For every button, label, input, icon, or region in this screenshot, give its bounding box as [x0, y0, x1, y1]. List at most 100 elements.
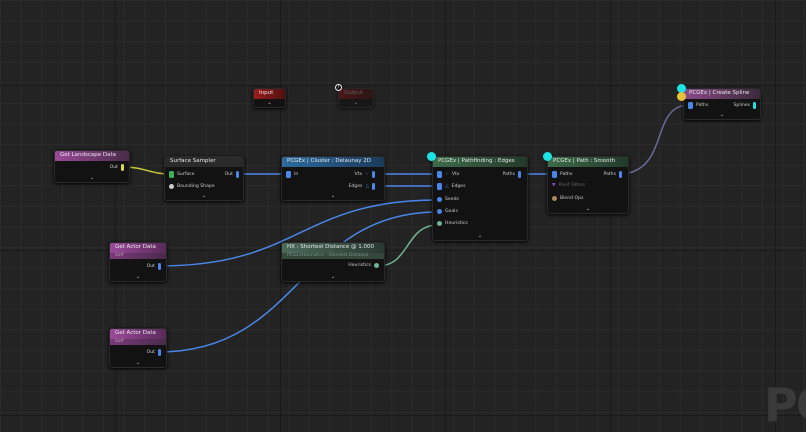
- node-title: PCGEx | Cluster : Delaunay 2D: [282, 157, 384, 167]
- chevron-down-icon[interactable]: ⌄: [353, 100, 359, 106]
- pin-label: Out: [224, 172, 233, 177]
- node-title: HX : Shortest Distance @ 1.000: [282, 243, 384, 253]
- pin-label: Edges: [348, 184, 363, 189]
- debug-marker-icon: [543, 152, 552, 161]
- point-data-icon: [518, 171, 521, 178]
- heuristics-icon: [374, 263, 379, 268]
- pin-surface[interactable]: Surface: [169, 171, 195, 178]
- node-subtitle: PCGExHeuristics : Shortest Distance: [282, 253, 384, 259]
- node-title: Surface Sampler: [165, 157, 243, 167]
- pin-paths[interactable]: Paths: [688, 102, 709, 109]
- pin-paths-out[interactable]: Paths: [603, 171, 622, 178]
- pin-label: Surface: [177, 172, 195, 177]
- pin-paths[interactable]: Paths: [503, 171, 521, 178]
- pin-out[interactable]: Out: [225, 171, 239, 178]
- points-icon: [688, 102, 693, 109]
- wire-heuristics: [377, 224, 439, 267]
- pin-bounding-shape[interactable]: Bounding Shape: [169, 184, 215, 189]
- node-subtitle: Self: [110, 253, 166, 259]
- pin-label: Paths: [560, 172, 573, 177]
- pin-out[interactable]: Out: [147, 263, 161, 270]
- node-title: Get Landscape Data: [55, 151, 129, 161]
- pin-edges[interactable]: Edges△: [348, 183, 375, 190]
- points-icon: [552, 171, 557, 178]
- pin-label: Vtx: [354, 172, 363, 177]
- pin-splines[interactable]: Splines: [733, 102, 756, 109]
- pin-label: In: [294, 172, 299, 177]
- node-title: Get Actor Data: [110, 329, 166, 339]
- surface-sampler-node[interactable]: Surface Sampler Surface Bounding Shape O…: [164, 156, 244, 201]
- points-icon: [437, 171, 442, 178]
- chevron-down-icon[interactable]: ⌄: [135, 274, 141, 280]
- point-data-icon: [619, 171, 622, 178]
- chevron-down-icon[interactable]: ⌄: [89, 175, 95, 181]
- delaunay-node[interactable]: PCGEx | Cluster : Delaunay 2D In Vtx⁘ Ed…: [281, 156, 385, 201]
- pin-vtx[interactable]: Vtx⁘: [354, 171, 375, 178]
- create-spline-node[interactable]: PCGEx | Create Spline Paths Splines ⌄: [683, 88, 761, 120]
- pin-seeds[interactable]: Seeds: [437, 197, 459, 202]
- disabled-icon: /: [335, 84, 342, 91]
- pin-blend-ops[interactable]: Blend Ops: [552, 196, 583, 201]
- point-icon: [437, 209, 442, 214]
- chevron-down-icon[interactable]: ⌄: [477, 233, 483, 239]
- pin-in[interactable]: In: [286, 171, 298, 178]
- point-data-icon: [236, 171, 239, 178]
- wire-paths-spline: [621, 104, 690, 175]
- blend-ops-icon: [552, 196, 557, 201]
- pin-out[interactable]: Out: [147, 349, 161, 356]
- chevron-down-icon[interactable]: ⌄: [719, 112, 725, 118]
- chevron-down-icon[interactable]: ⌄: [330, 274, 336, 280]
- get-landscape-data-node[interactable]: Get Landscape Data Out ⌄: [54, 150, 130, 183]
- input-node[interactable]: Input ⌄: [253, 88, 286, 108]
- pin-heuristics[interactable]: Heuristics: [348, 263, 379, 268]
- pin-label: Vtx: [451, 172, 460, 177]
- smooth-node[interactable]: PCGEx | Path : Smooth Paths ▼Point Filte…: [547, 156, 629, 214]
- pin-goals[interactable]: Goals: [437, 209, 458, 214]
- chevron-down-icon[interactable]: ⌄: [201, 193, 207, 199]
- pin-heuristics[interactable]: Heuristics: [437, 221, 468, 226]
- pin-point-filters[interactable]: ▼Point Filters: [552, 183, 585, 188]
- node-title: PCGEx | Create Spline: [684, 89, 760, 99]
- chevron-down-icon[interactable]: ⌄: [585, 206, 591, 212]
- pin-label: Seeds: [445, 197, 459, 202]
- point-data-icon: [372, 171, 375, 178]
- output-node[interactable]: Output ⌄: [338, 88, 374, 108]
- surface-icon: [169, 171, 174, 178]
- node-title: PCGEx | Path : Smooth: [548, 157, 628, 167]
- pin-label: Point Filters: [558, 183, 586, 188]
- node-title: Get Actor Data: [110, 243, 166, 253]
- pin-label: Edges: [451, 184, 466, 189]
- pin-label: Paths: [696, 103, 709, 108]
- chevron-down-icon[interactable]: ⌄: [267, 100, 272, 106]
- pathfinding-node[interactable]: PCGEx | Pathfinding : Edges ⁘Vtx △Edges …: [432, 156, 528, 241]
- pin-label: Out: [109, 165, 118, 170]
- get-actor-data-node-2[interactable]: Get Actor Data Self Out ⌄: [109, 328, 167, 368]
- chevron-down-icon[interactable]: ⌄: [135, 360, 141, 366]
- pin-vtx[interactable]: ⁘Vtx: [437, 171, 460, 178]
- watermark: PC: [764, 378, 806, 432]
- vertices-icon: ⁘: [365, 172, 369, 177]
- pin-paths-in[interactable]: Paths: [552, 171, 573, 178]
- hx-shortest-distance-node[interactable]: HX : Shortest Distance @ 1.000 PCGExHeur…: [281, 242, 385, 282]
- get-actor-data-node-1[interactable]: Get Actor Data Self Out ⌄: [109, 242, 167, 282]
- pin-label: Blend Ops: [560, 196, 584, 201]
- debug-marker-icon: [677, 84, 686, 93]
- pin-label: Out: [146, 350, 155, 355]
- pin-label: Paths: [603, 172, 617, 177]
- pin-label: Heuristics: [348, 263, 371, 268]
- pin-label: Bounding Shape: [177, 184, 215, 189]
- chevron-down-icon[interactable]: ⌄: [330, 193, 336, 199]
- pin-label: Out: [146, 264, 155, 269]
- inspect-marker-icon: [677, 92, 686, 101]
- wires: [121, 104, 690, 353]
- edges-icon: △: [445, 184, 449, 189]
- wire-goals: [158, 211, 439, 353]
- pin-edges[interactable]: △Edges: [437, 183, 466, 190]
- pin-label: Goals: [445, 209, 458, 214]
- bounding-shape-icon: [169, 184, 174, 189]
- edges-icon: △: [365, 184, 369, 189]
- points-icon: [437, 183, 442, 190]
- node-title: Input: [254, 89, 285, 99]
- wire-seeds: [158, 199, 439, 267]
- pin-out[interactable]: Out: [110, 164, 124, 171]
